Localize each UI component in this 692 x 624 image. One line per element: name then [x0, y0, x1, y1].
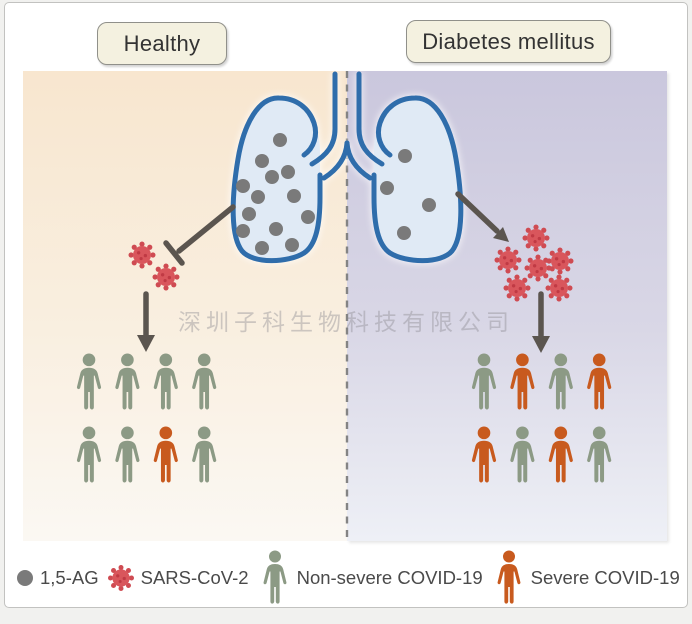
ag-dot	[398, 149, 412, 163]
ag-dot	[380, 181, 394, 195]
ag-dot	[287, 189, 301, 203]
severe-person-figure	[587, 353, 612, 410]
non-severe-person-figure	[192, 426, 217, 483]
severe-person-figure	[153, 426, 178, 483]
ag-dot	[281, 165, 295, 179]
legend-label-sars: SARS-CoV-2	[140, 567, 249, 588]
legend-label-severe: Severe COVID-19	[530, 567, 680, 588]
sars-cov-2-virus	[128, 241, 156, 269]
trachea-right-edge	[356, 71, 385, 167]
severe-person-icon	[497, 550, 521, 604]
non-severe-person-icon	[263, 550, 287, 604]
ag-dots-layer	[236, 133, 436, 255]
inhibition-arrow	[163, 204, 236, 266]
ag-dot	[236, 224, 250, 238]
right-lung-outline	[371, 95, 464, 264]
legend-label-non-severe: Non-severe COVID-19	[296, 567, 483, 588]
sars-cov-2-virus	[152, 263, 180, 291]
sars-cov-2-virus	[546, 247, 574, 275]
severe-person-figure	[548, 426, 573, 483]
trachea-left-edge	[309, 71, 338, 167]
ag-dot	[242, 207, 256, 221]
severe-person-figure	[471, 426, 497, 483]
right-bronchus	[344, 140, 373, 181]
non-severe-person-figure	[76, 426, 102, 483]
non-severe-person-figure	[115, 353, 140, 410]
healthy-label: Healthy	[123, 30, 201, 56]
ag-dot	[251, 190, 265, 204]
sars-cov-2-icon	[107, 565, 134, 591]
left-lung-outline	[230, 95, 323, 264]
non-severe-person-figure	[153, 353, 178, 410]
ag-dot	[255, 241, 269, 255]
diabetes-label-box: Diabetes mellitus	[406, 20, 611, 63]
non-severe-person-figure	[510, 426, 535, 483]
ag-dot	[285, 238, 299, 252]
legend-bar: 1,5-AG SARS-CoV-2 Non-severe COVID-19 Se…	[17, 549, 680, 607]
non-severe-person-figure	[587, 426, 612, 483]
right-down-arrow	[532, 291, 550, 353]
sars-cov-2-virus	[494, 246, 522, 274]
non-severe-person-figure	[115, 426, 140, 483]
ag-dot-icon	[17, 570, 33, 586]
right-lung	[374, 97, 461, 261]
non-severe-person-figure	[548, 353, 573, 410]
non-severe-person-figure	[76, 353, 102, 410]
diabetes-label: Diabetes mellitus	[422, 28, 595, 54]
non-severe-person-figure	[192, 353, 217, 410]
severe-person-figure	[510, 353, 535, 410]
non-severe-person-figure	[471, 353, 497, 410]
left-down-arrow	[137, 291, 155, 352]
right-diagonal-arrow	[455, 191, 509, 242]
ag-dot	[301, 210, 315, 224]
ag-dot	[273, 133, 287, 147]
ag-dot	[269, 222, 283, 236]
ag-dot	[422, 198, 436, 212]
healthy-label-box: Healthy	[97, 22, 227, 65]
sars-cov-2-virus	[522, 224, 550, 252]
figure-card: 深圳子科生物科技有限公司	[4, 2, 688, 608]
people-groups-layer	[76, 353, 612, 483]
ag-dot	[265, 170, 279, 184]
ag-dot	[236, 179, 250, 193]
sars-cov-2-virus	[524, 254, 552, 282]
sars-cov-2-virus	[503, 274, 531, 302]
ag-dot	[397, 226, 411, 240]
sars-cov-2-virus	[545, 274, 573, 302]
ag-dot	[255, 154, 269, 168]
legend-label-ag: 1,5-AG	[40, 567, 99, 588]
